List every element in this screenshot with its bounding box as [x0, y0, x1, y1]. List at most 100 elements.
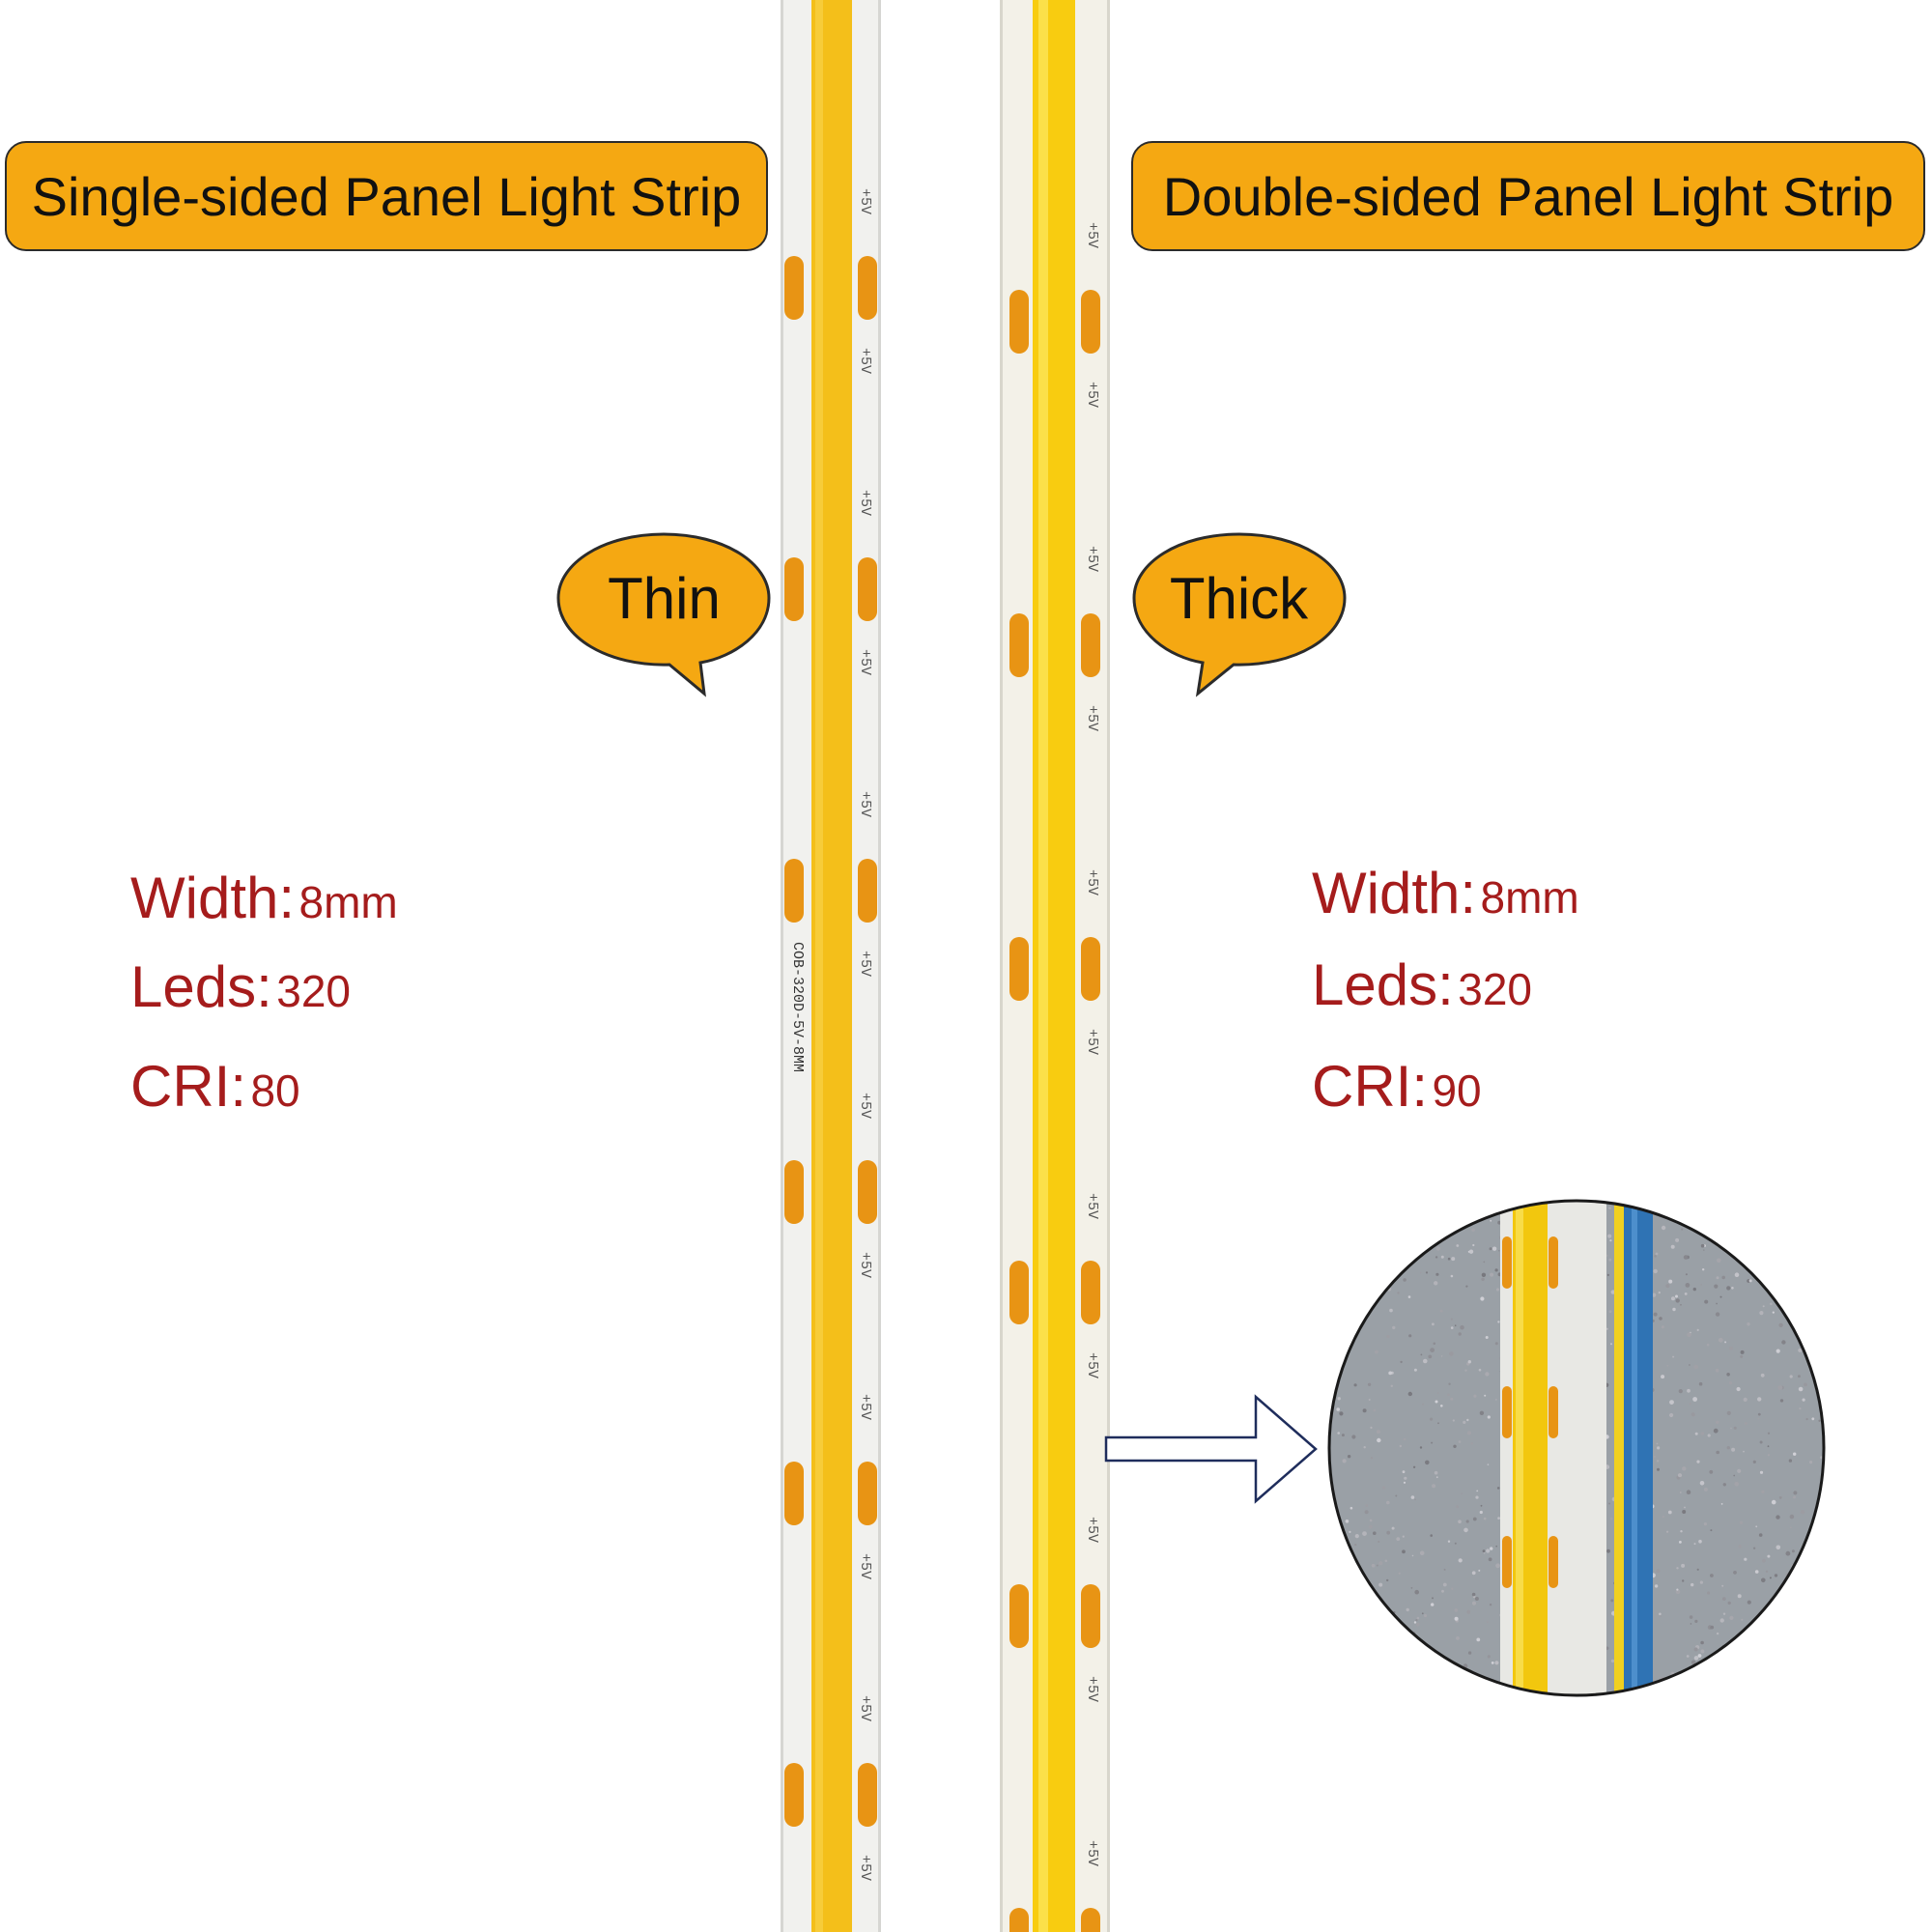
texture-dot [1425, 1271, 1429, 1274]
texture-dot [1756, 1667, 1759, 1670]
thick-callout-bubble: Thick [1130, 531, 1348, 700]
texture-dot [1716, 1450, 1719, 1455]
texture-dot [1789, 1526, 1792, 1529]
texture-dot [1686, 1655, 1690, 1658]
texture-dot [1724, 1341, 1727, 1344]
texture-dot [1706, 1343, 1710, 1347]
texture-dot [1798, 1679, 1801, 1682]
texture-dot [1340, 1341, 1344, 1345]
texture-dot [1333, 1325, 1338, 1330]
texture-dot [1351, 1435, 1356, 1439]
texture-dot [1423, 1662, 1428, 1667]
texture-dot [1464, 1683, 1469, 1688]
texture-dot [1329, 1243, 1331, 1248]
texture-dot [1480, 1679, 1483, 1682]
texture-dot [1469, 1205, 1472, 1208]
texture-dot [1679, 1541, 1682, 1544]
texture-dot [1690, 1412, 1695, 1417]
texture-dot [1439, 1309, 1443, 1313]
texture-dot [1725, 1230, 1729, 1234]
texture-dot [1672, 1355, 1675, 1358]
texture-dot [1447, 1540, 1451, 1543]
texture-dot [1490, 1547, 1493, 1550]
texture-dot [1326, 1263, 1328, 1264]
texture-dot [1476, 1490, 1479, 1492]
texture-dot [1707, 1229, 1710, 1233]
texture-dot [1502, 1690, 1507, 1695]
texture-dot [1630, 1695, 1633, 1698]
voltage-marking: +5V [857, 188, 873, 214]
texture-dot [1653, 1455, 1656, 1459]
texture-dot [1458, 1520, 1462, 1523]
texture-dot [1795, 1258, 1800, 1263]
texture-dot [1342, 1459, 1347, 1463]
texture-dot [1450, 1318, 1453, 1321]
texture-dot [1818, 1202, 1821, 1205]
solder-pad [1009, 1261, 1029, 1324]
texture-dot [1805, 1418, 1808, 1421]
texture-dot [1480, 1296, 1485, 1301]
texture-dot [1415, 1622, 1420, 1627]
texture-dot [1699, 1580, 1703, 1584]
width-spec-value: 8mm [298, 877, 398, 927]
texture-dot [1355, 1624, 1361, 1630]
texture-dot [1483, 1551, 1486, 1554]
texture-dot [1468, 1249, 1474, 1254]
texture-dot [1654, 1584, 1659, 1588]
texture-dot [1430, 1534, 1433, 1537]
texture-dot [1354, 1534, 1359, 1539]
texture-dot [1339, 1332, 1343, 1336]
texture-dot [1804, 1636, 1810, 1642]
texture-dot [1341, 1434, 1345, 1437]
texture-dot [1375, 1240, 1378, 1243]
texture-dot [1710, 1574, 1714, 1577]
texture-dot [1450, 1397, 1454, 1401]
texture-dot [1454, 1608, 1459, 1612]
texture-dot [1767, 1432, 1771, 1435]
texture-dot [1748, 1263, 1751, 1265]
texture-dot [1431, 1441, 1434, 1444]
texture-dot [1456, 1505, 1460, 1509]
texture-dot [1383, 1282, 1388, 1288]
texture-dot [1817, 1577, 1821, 1579]
texture-dot [1802, 1646, 1806, 1650]
texture-dot [1716, 1276, 1719, 1280]
texture-dot [1609, 1239, 1612, 1242]
texture-dot [1379, 1288, 1382, 1291]
texture-dot [1661, 1375, 1665, 1379]
texture-dot [1461, 1492, 1463, 1494]
texture-dot [1787, 1665, 1792, 1670]
texture-dot [1710, 1625, 1715, 1630]
texture-dot [1804, 1201, 1806, 1203]
texture-dot [1757, 1412, 1761, 1416]
texture-dot [1378, 1540, 1380, 1544]
texture-dot [1330, 1604, 1334, 1608]
texture-dot [1490, 1272, 1494, 1277]
texture-dot [1372, 1275, 1376, 1278]
voltage-marking: +5V [1084, 382, 1100, 408]
texture-dot [1719, 1692, 1721, 1695]
voltage-marking: +5V [1084, 1840, 1100, 1866]
texture-dot [1693, 1647, 1698, 1652]
texture-dot [1809, 1461, 1813, 1464]
texture-dot [1458, 1558, 1463, 1563]
thick-bubble-shape [1132, 532, 1347, 697]
texture-dot [1751, 1623, 1756, 1629]
texture-dot [1668, 1279, 1673, 1284]
width-spec: Width: 8mm [130, 865, 398, 931]
texture-dot [1404, 1476, 1407, 1480]
texture-dot [1826, 1205, 1828, 1207]
voltage-marking: +5V [1084, 1193, 1100, 1219]
texture-dot [1676, 1579, 1678, 1582]
texture-dot [1733, 1252, 1737, 1255]
texture-dot [1386, 1334, 1390, 1339]
strip-print-text: COB-320D-5V-8MM [789, 942, 806, 1072]
texture-dot [1362, 1609, 1366, 1613]
texture-dot [1733, 1426, 1737, 1430]
texture-dot [1492, 1246, 1497, 1251]
voltage-marking: +5V [857, 1093, 873, 1119]
texture-dot [1440, 1355, 1443, 1357]
texture-dot [1738, 1545, 1742, 1548]
texture-dot [1714, 1284, 1719, 1289]
solder-pad [858, 1160, 877, 1224]
